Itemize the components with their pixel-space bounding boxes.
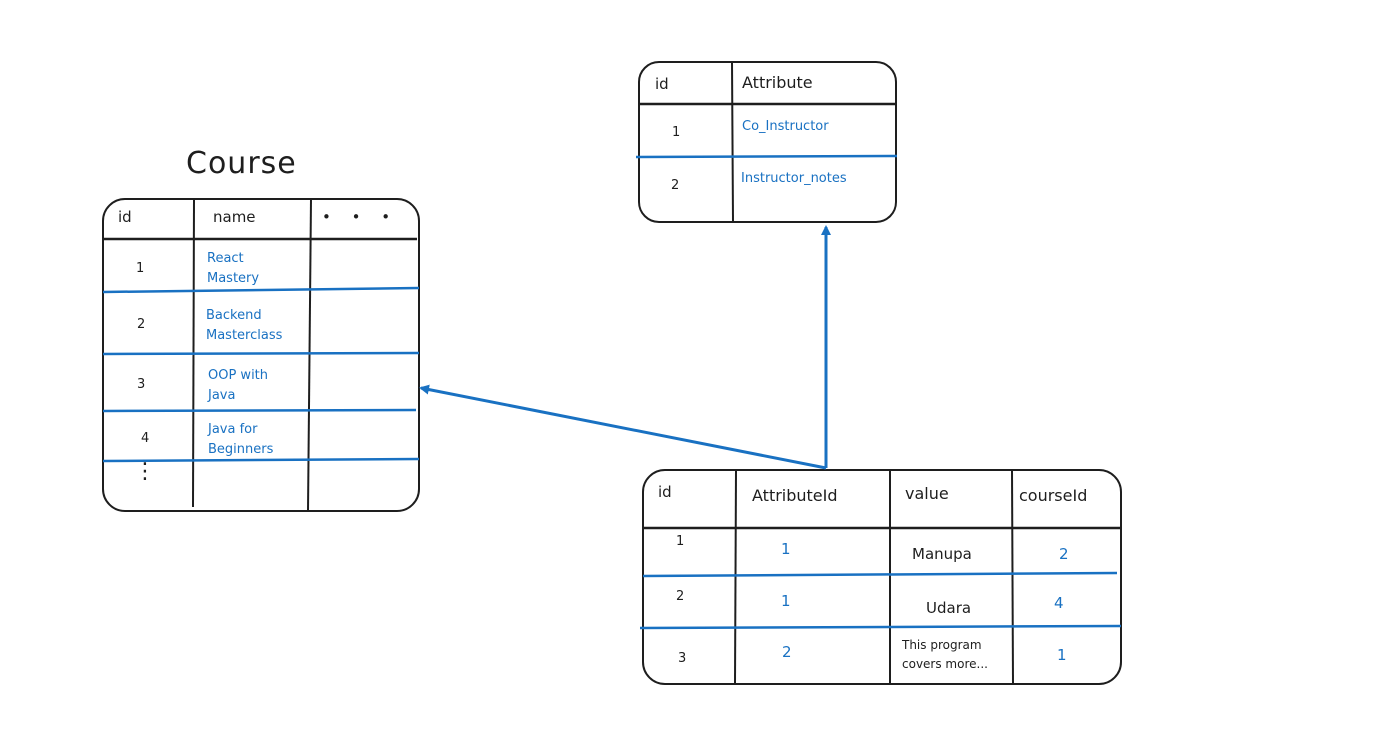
attribute-col-divider — [731, 61, 734, 223]
value-row-1-id: 1 — [676, 534, 685, 549]
course-row-2-name: Backend Masterclass — [206, 308, 283, 343]
attribute-row-2-name: Instructor_notes — [741, 171, 847, 186]
arrow-to-course-table — [419, 384, 827, 470]
course-col-divider-2 — [307, 198, 312, 512]
value-table — [639, 469, 1122, 685]
value-header-id: id — [658, 483, 672, 501]
course-header-name: name — [213, 208, 256, 226]
value-col-divider-1 — [734, 469, 737, 685]
value-row-2-course-id: 4 — [1054, 594, 1064, 612]
value-row-1-course-id: 2 — [1059, 545, 1069, 563]
course-table-title: Course — [186, 146, 297, 181]
value-row-1-attribute-id: 1 — [781, 540, 791, 558]
value-header-value: value — [905, 484, 949, 503]
attribute-table-border — [638, 61, 897, 223]
value-header-course-id: courseId — [1019, 486, 1088, 505]
value-row-2-value: Udara — [926, 599, 972, 617]
course-table-border — [102, 198, 420, 512]
value-row-divider-2 — [639, 624, 1122, 630]
value-header-attribute-id: AttributeId — [752, 486, 838, 505]
course-more-rows-ellipsis: ⋮ — [134, 459, 156, 484]
attribute-row-divider — [635, 154, 898, 159]
course-row-3-id: 3 — [137, 377, 146, 392]
course-header-id: id — [118, 208, 132, 226]
course-header-more: • • • — [322, 208, 399, 226]
course-row-divider-4 — [102, 457, 420, 463]
course-row-1-name: React Mastery — [207, 251, 260, 286]
course-table — [102, 198, 420, 512]
attribute-header-id: id — [655, 75, 669, 93]
value-row-2-id: 2 — [676, 589, 685, 604]
value-row-3-attribute-id: 2 — [782, 643, 792, 661]
course-row-divider-1 — [102, 286, 420, 294]
course-row-4-name: Java for Beginners — [208, 422, 274, 457]
course-row-divider-2 — [102, 351, 420, 356]
attribute-table — [635, 61, 898, 223]
attribute-row-1-name: Co_Instructor — [742, 119, 829, 134]
value-row-3-id: 3 — [678, 651, 687, 666]
course-row-3-name: OOP with Java — [208, 368, 269, 403]
value-row-3-value: This program covers more... — [902, 638, 988, 671]
course-row-1-id: 1 — [136, 261, 145, 276]
value-row-2-attribute-id: 1 — [781, 592, 791, 610]
course-row-4-id: 4 — [141, 431, 150, 446]
value-row-divider-1 — [642, 571, 1118, 578]
value-col-divider-3 — [1011, 469, 1014, 685]
attribute-row-1-id: 1 — [672, 125, 681, 140]
attribute-header-attribute: Attribute — [742, 73, 813, 92]
attribute-row-2-id: 2 — [671, 178, 680, 193]
course-row-2-id: 2 — [137, 317, 146, 332]
value-table-border — [642, 469, 1122, 685]
course-row-divider-3 — [102, 408, 417, 413]
value-row-3-course-id: 1 — [1057, 646, 1067, 664]
value-row-1-value: Manupa — [912, 545, 972, 563]
